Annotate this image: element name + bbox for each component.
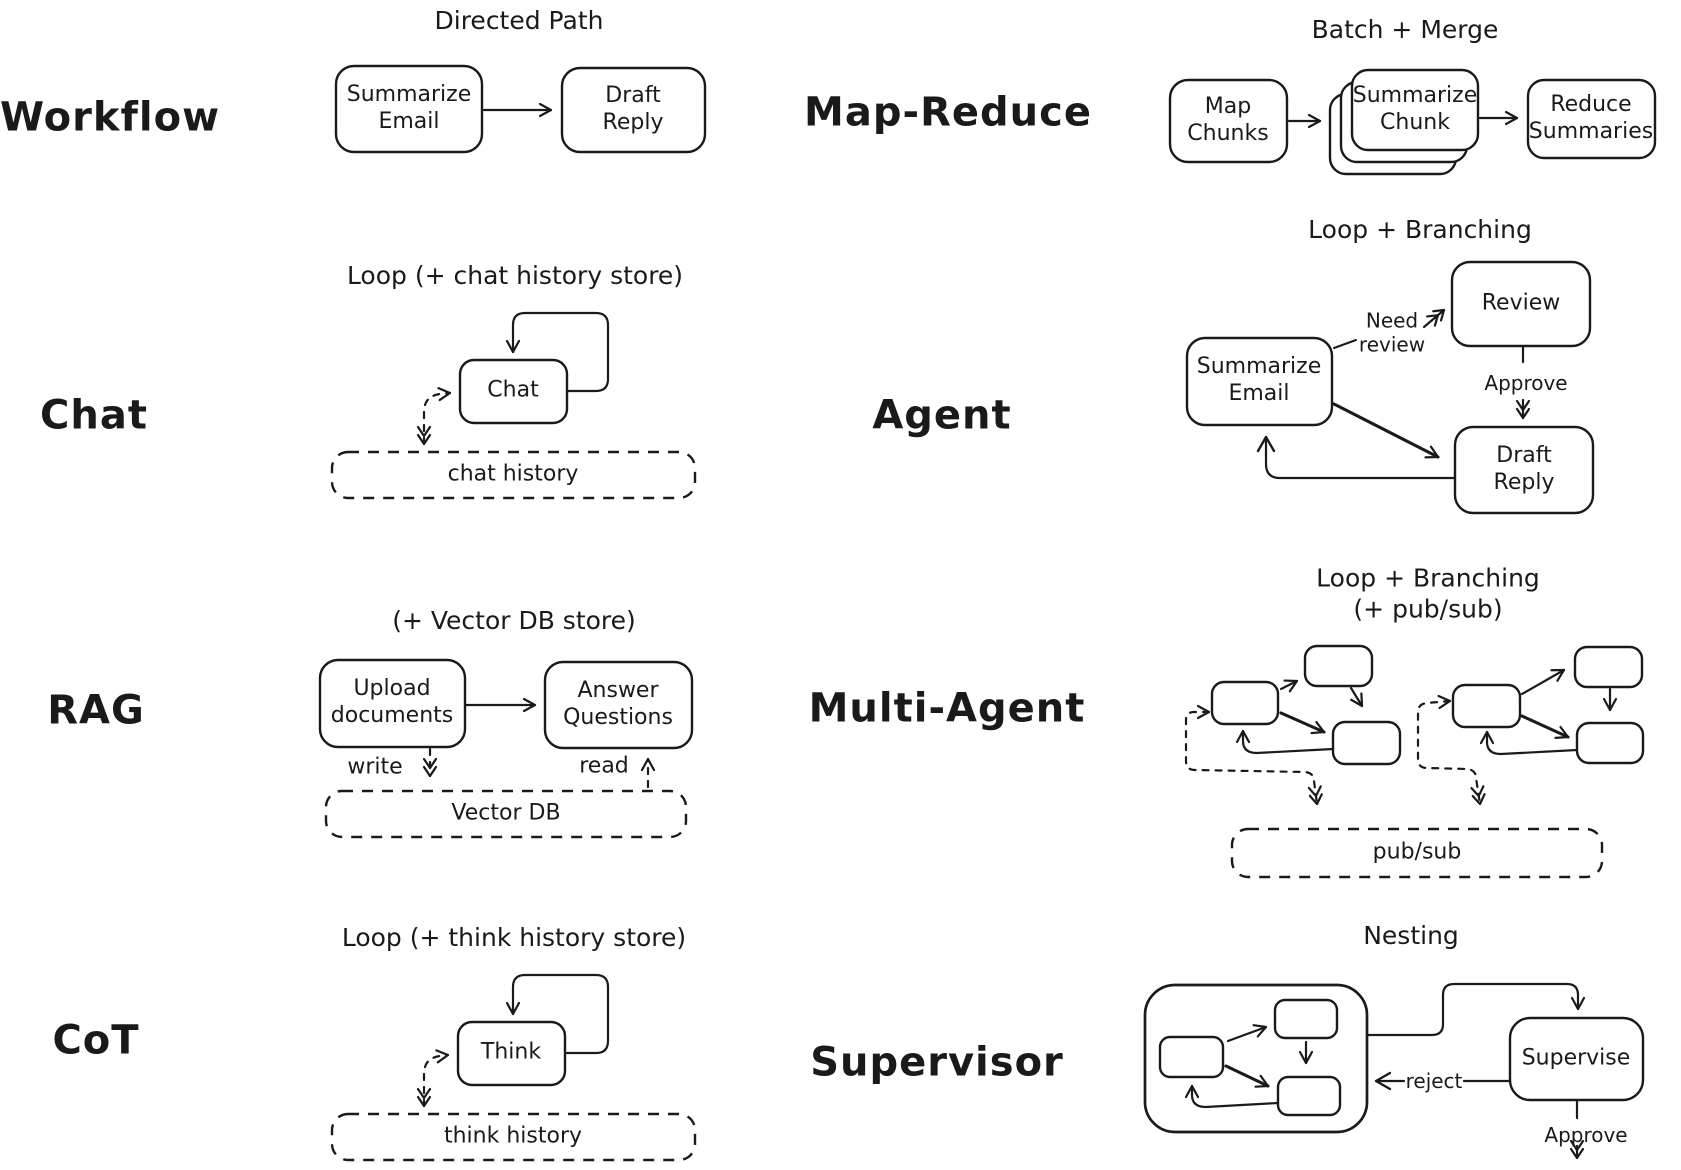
rag-upload-documents-text: Upload documents (330, 676, 454, 728)
workflow-summarize-email-box (334, 64, 484, 154)
chat-label: Chat (40, 392, 148, 439)
chat-history-dashed-link (416, 387, 452, 446)
multi-agent-c2-top-box (1573, 645, 1644, 689)
agent-draft-reply-text: Draft Reply (1493, 443, 1555, 495)
map-reduce-label: Map-Reduce (804, 89, 1092, 136)
summarize-chunk-text: Summarize Chunk (1352, 83, 1478, 135)
cot-loop-arrow (505, 973, 610, 1055)
rag-read-edge-label: read (579, 753, 629, 779)
supervisor-supervise-text: Supervise (1521, 1045, 1631, 1071)
cot-think-history-store-text: think history (443, 1123, 583, 1149)
multi-agent-c1-arrow-top-bottom (1349, 686, 1364, 708)
multi-agent-label: Multi-Agent (808, 685, 1086, 732)
agent-label: Agent (872, 392, 1012, 439)
multi-agent-c2-pubsub-dashed-link (1416, 694, 1486, 806)
supervisor-title: Nesting (1363, 920, 1459, 950)
multi-agent-c1-pubsub-dashed-link (1184, 704, 1323, 806)
map-reduce-title: Batch + Merge (1311, 14, 1499, 44)
chat-history-store-box (330, 450, 697, 500)
multi-agent-c1-bottom-box (1331, 720, 1402, 766)
supervisor-inner-bottom-box (1276, 1075, 1342, 1117)
rag-title: (+ Vector DB store) (392, 605, 636, 635)
agent-title: Loop + Branching (1308, 214, 1532, 244)
multi-agent-c2-left-box (1451, 683, 1522, 729)
agent-summarize-email-box (1185, 336, 1334, 427)
reduce-summaries-text: Reduce Summaries (1528, 92, 1654, 144)
multi-agent-c1-loop-back (1235, 729, 1335, 755)
supervisor-inner-arrow-left-top (1226, 1024, 1268, 1043)
multi-agent-pubsub-store-box (1230, 827, 1604, 879)
supervisor-inner-loop-back (1184, 1084, 1280, 1109)
rag-vector-db-store-text: Vector DB (451, 800, 561, 826)
multi-agent-c1-arrow-left-bottom (1279, 711, 1326, 735)
cot-think-history-store-box (330, 1112, 697, 1162)
cot-title: Loop (+ think history store) (341, 922, 687, 952)
rag-answer-questions-text: Answer Questions (563, 678, 673, 730)
cot-label: CoT (52, 1017, 140, 1064)
chat-title: Loop (+ chat history store) (346, 260, 684, 290)
rag-label: RAG (47, 687, 145, 734)
multi-agent-c2-bottom-box (1575, 721, 1645, 765)
multi-agent-c2-arrow-left-top (1520, 668, 1566, 696)
multi-agent-c2-arrow-left-bottom (1520, 714, 1570, 739)
workflow-label: Workflow (0, 94, 221, 141)
agent-loop-back-arrow (1256, 435, 1457, 480)
supervisor-reject-edge-label: reject (1405, 1068, 1463, 1093)
multi-agent-c1-arrow-left-top (1279, 679, 1299, 693)
supervisor-approve-edge-label: Approve (1544, 1122, 1628, 1147)
agent-review-text: Review (1481, 290, 1561, 316)
multi-agent-pubsub-store-text: pub/sub (1372, 839, 1462, 865)
rag-answer-questions-box (543, 660, 694, 750)
agent-draft-reply-box (1453, 425, 1595, 515)
agent-approve-edge-label: Approve (1484, 370, 1568, 395)
workflow-summarize-email-text: Summarize Email (346, 82, 472, 134)
chat-box (458, 358, 569, 425)
supervisor-inner-arrow-left-bottom (1224, 1064, 1270, 1088)
map-reduce-summarize-chunk-box (1350, 68, 1480, 152)
cot-think-box (456, 1020, 567, 1087)
supervisor-inner-top-box (1273, 998, 1339, 1040)
multi-agent-c2-loop-back (1479, 730, 1579, 756)
map-reduce-map-chunks-box (1168, 78, 1289, 164)
rag-vector-db-store-box (324, 789, 688, 839)
workflow-draft-reply-text: Draft Reply (602, 83, 664, 135)
chat-node-text: Chat (487, 377, 539, 403)
multi-agent-title: Loop + Branching (+ pub/sub) (1316, 563, 1540, 624)
cot-think-text: Think (480, 1039, 542, 1065)
map-chunks-text: Map Chunks (1187, 94, 1269, 146)
workflow-title: Directed Path (434, 5, 604, 35)
workflow-draft-reply-box (560, 66, 707, 154)
agent-summarize-email-text: Summarize Email (1196, 354, 1322, 406)
chat-loop-arrow (505, 311, 610, 393)
supervisor-inner-left-box (1158, 1035, 1225, 1079)
agent-review-box (1450, 260, 1592, 348)
chat-history-store-text: chat history (447, 461, 579, 487)
multi-agent-c1-top-box (1303, 644, 1374, 688)
agent-need-review-arrow (1422, 308, 1446, 329)
map-reduce-reduce-summaries-box (1526, 78, 1657, 160)
supervisor-container-to-supervise-arrow (1365, 982, 1586, 1037)
multi-agent-c1-left-box (1210, 680, 1280, 726)
supervisor-label: Supervisor (810, 1039, 1064, 1086)
agent-need-review-leader-line (1333, 339, 1357, 349)
rag-upload-documents-box (318, 658, 467, 749)
cot-think-history-dashed-link (416, 1049, 450, 1108)
agent-summarize-to-draft-arrow (1332, 402, 1440, 459)
rag-write-edge-label: write (347, 754, 403, 780)
agent-need-review-edge-label: Need review (1358, 308, 1426, 357)
